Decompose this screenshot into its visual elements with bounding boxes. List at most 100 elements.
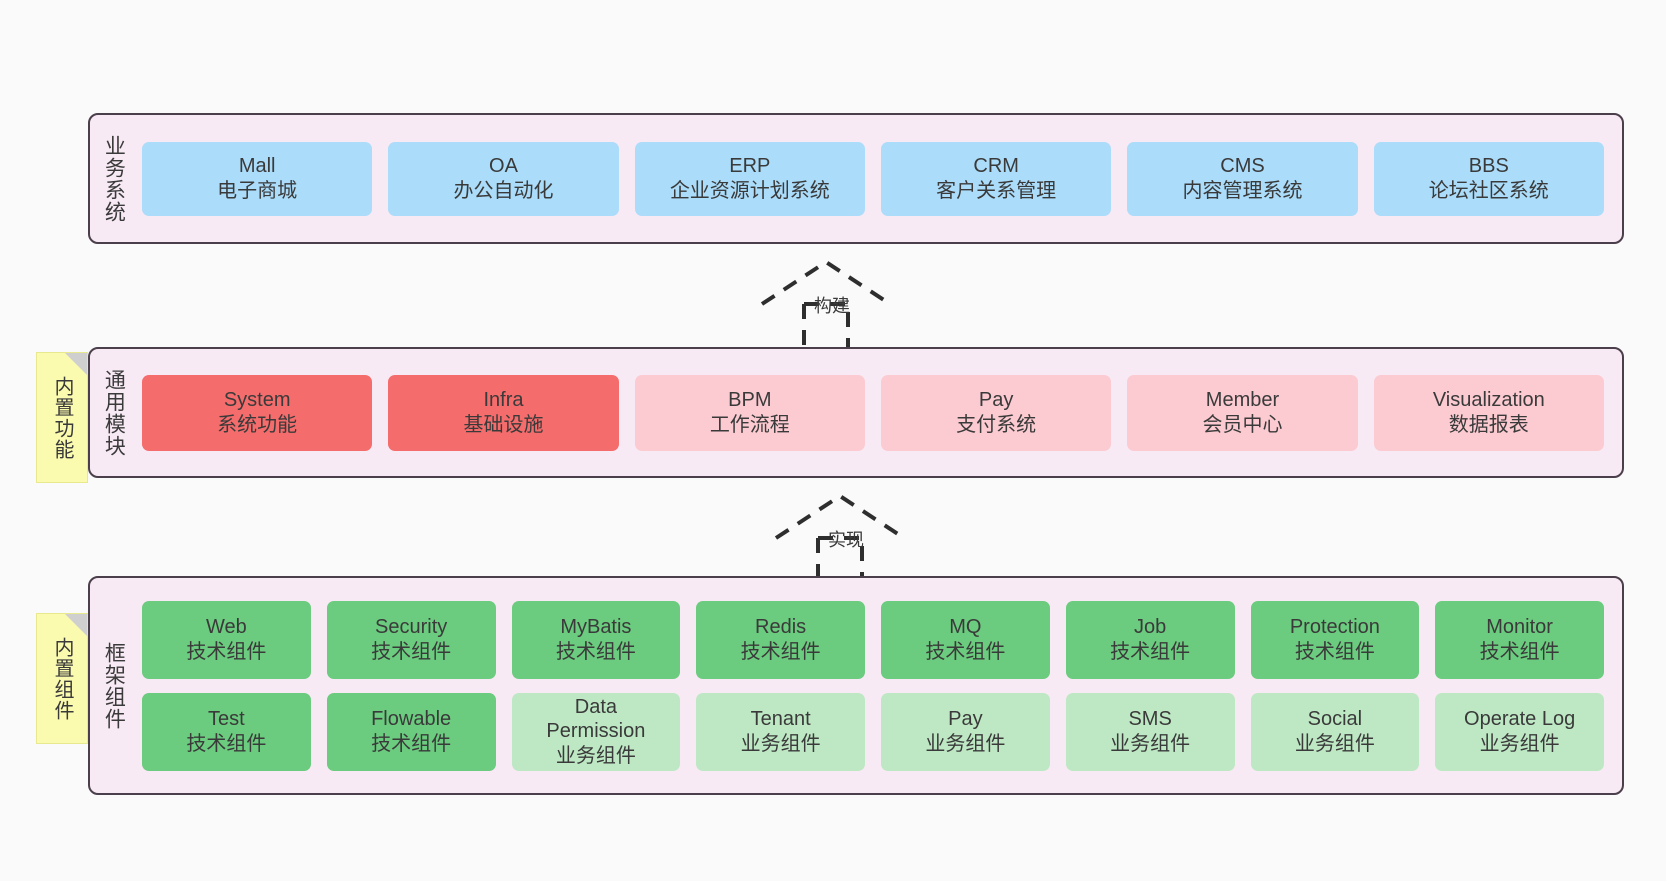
node-title-en: CMS	[1220, 155, 1265, 178]
layer-row: Test 技术组件 Flowable 技术组件 Data Permission …	[142, 692, 1604, 771]
node-title-en: Flowable	[371, 708, 452, 731]
node-bbs[interactable]: BBS 论坛社区系统	[1373, 141, 1604, 216]
node-data-permission[interactable]: Data Permission 业务组件	[511, 692, 681, 771]
node-title-en: BBS	[1468, 155, 1509, 178]
node-pay-module[interactable]: Pay 支付系统	[880, 374, 1112, 451]
layer-framework-components: 框架组件 Web 技术组件 Security 技术组件 MyBatis 技术组件…	[88, 576, 1624, 795]
node-title-cn: 业务组件	[1110, 732, 1191, 755]
node-redis[interactable]: Redis 技术组件	[696, 600, 865, 679]
node-infra[interactable]: Infra 基础设施	[388, 374, 619, 451]
node-tenant[interactable]: Tenant 业务组件	[696, 692, 865, 771]
layer-row: System 系统功能 Infra 基础设施 BPM 工作流程 Pay 支付系统…	[142, 374, 1604, 451]
node-mq[interactable]: MQ 技术组件	[881, 600, 1050, 679]
layer-body-business-systems: Mall 电子商城 OA 办公自动化 ERP 企业资源计划系统 CRM 客户关系…	[136, 115, 1622, 242]
node-title-en: System	[223, 389, 291, 412]
node-flowable[interactable]: Flowable 技术组件	[326, 692, 496, 771]
node-title-en: Monitor	[1486, 616, 1553, 639]
node-test[interactable]: Test 技术组件	[142, 692, 311, 771]
node-crm[interactable]: CRM 客户关系管理	[880, 141, 1112, 216]
node-title-cn: 技术组件	[371, 640, 452, 663]
node-title-en: SMS	[1128, 708, 1172, 731]
layer-row: Mall 电子商城 OA 办公自动化 ERP 企业资源计划系统 CRM 客户关系…	[142, 141, 1604, 216]
layer-business-systems: 业务系统 Mall 电子商城 OA 办公自动化 ERP 企业资源计划系统 CRM…	[88, 113, 1624, 244]
node-title-en: Pay	[948, 708, 983, 731]
node-title-cn: 会员中心	[1202, 413, 1283, 436]
connector-implement-shape	[774, 493, 906, 582]
node-title-cn: 支付系统	[956, 413, 1037, 436]
node-system[interactable]: System 系统功能	[142, 374, 373, 451]
layer-title-business-systems: 业务系统	[102, 134, 126, 223]
node-title-cn: 基础设施	[463, 413, 544, 436]
node-title-cn: 技术组件	[740, 640, 821, 663]
node-operate-log[interactable]: Operate Log 业务组件	[1435, 692, 1604, 771]
node-title-cn: 业务组件	[925, 732, 1006, 755]
note-fold-corner	[65, 614, 87, 636]
node-title-en: Tenant	[750, 708, 811, 731]
node-title-cn: 办公自动化	[453, 179, 554, 202]
node-pay-component[interactable]: Pay 业务组件	[881, 692, 1050, 771]
node-title-en: Protection	[1289, 616, 1380, 639]
node-visualization[interactable]: Visualization 数据报表	[1373, 374, 1604, 451]
node-title-en: Job	[1134, 616, 1167, 639]
node-title-en: Web	[205, 616, 247, 639]
node-title-cn: 论坛社区系统	[1428, 179, 1549, 202]
node-title-cn: 企业资源计划系统	[669, 179, 830, 202]
node-title-en: Pay	[978, 389, 1014, 412]
layer-title-framework-components: 框架组件	[102, 641, 126, 730]
node-title-en: Security	[375, 616, 448, 639]
node-cms[interactable]: CMS 内容管理系统	[1127, 141, 1358, 216]
node-title-cn: 工作流程	[709, 413, 790, 436]
node-title-en: MyBatis	[560, 616, 632, 639]
node-title-en: Test	[208, 708, 245, 731]
layer-body-common-modules: System 系统功能 Infra 基础设施 BPM 工作流程 Pay 支付系统…	[136, 349, 1622, 476]
node-title-cn: 业务组件	[1479, 732, 1560, 755]
node-title-en: OA	[489, 155, 518, 178]
node-title-en: Mall	[238, 155, 276, 178]
node-title-cn: 内容管理系统	[1182, 179, 1303, 202]
node-title-en: Social	[1307, 708, 1363, 731]
node-title-cn: 电子商城	[217, 179, 298, 202]
node-social[interactable]: Social 业务组件	[1250, 692, 1420, 771]
node-title-cn: 业务组件	[555, 744, 636, 767]
node-title-cn: 技术组件	[555, 640, 636, 663]
node-protection[interactable]: Protection 技术组件	[1250, 600, 1420, 679]
note-builtin-function: 内置功能	[36, 352, 88, 483]
node-oa[interactable]: OA 办公自动化	[388, 141, 619, 216]
node-sms[interactable]: SMS 业务组件	[1065, 692, 1235, 771]
node-title-cn: 技术组件	[1110, 640, 1191, 663]
layer-title-common-modules: 通用模块	[102, 368, 126, 457]
node-mybatis[interactable]: MyBatis 技术组件	[511, 600, 681, 679]
node-bpm[interactable]: BPM 工作流程	[634, 374, 865, 451]
node-mall[interactable]: Mall 电子商城	[142, 141, 373, 216]
node-title-cn: 业务组件	[740, 732, 821, 755]
node-security[interactable]: Security 技术组件	[326, 600, 496, 679]
node-web[interactable]: Web 技术组件	[142, 600, 311, 679]
node-title-en: ERP	[729, 155, 771, 178]
node-erp[interactable]: ERP 企业资源计划系统	[634, 141, 865, 216]
node-title-cn: 技术组件	[1479, 640, 1560, 663]
note-fold-corner	[65, 353, 87, 375]
node-job[interactable]: Job 技术组件	[1065, 600, 1235, 679]
node-title-cn: 客户关系管理	[936, 179, 1057, 202]
layer-row: Web 技术组件 Security 技术组件 MyBatis 技术组件 Redi…	[142, 600, 1604, 679]
node-title-en: Redis	[755, 616, 807, 639]
layer-body-framework-components: Web 技术组件 Security 技术组件 MyBatis 技术组件 Redi…	[136, 578, 1622, 793]
connector-implement-label: 实现	[828, 530, 864, 550]
node-title-en: Visualization	[1432, 389, 1545, 412]
node-title-cn: 技术组件	[925, 640, 1006, 663]
node-monitor[interactable]: Monitor 技术组件	[1435, 600, 1604, 679]
connector-build: 构建	[758, 258, 898, 348]
node-title-en: MQ	[949, 616, 982, 639]
node-title-cn: 业务组件	[1294, 732, 1375, 755]
note-builtin-function-label: 内置功能	[51, 375, 73, 460]
node-title-en: CRM	[973, 155, 1019, 178]
node-title-cn: 系统功能	[217, 413, 298, 436]
node-title-en: Operate Log	[1464, 708, 1576, 731]
node-member[interactable]: Member 会员中心	[1127, 374, 1358, 451]
connector-implement: 实现	[772, 492, 912, 582]
node-title-cn: 技术组件	[186, 732, 267, 755]
node-title-cn: 技术组件	[186, 640, 267, 663]
layer-common-modules: 通用模块 System 系统功能 Infra 基础设施 BPM 工作流程 Pay…	[88, 347, 1624, 478]
connector-build-shape	[760, 259, 892, 348]
